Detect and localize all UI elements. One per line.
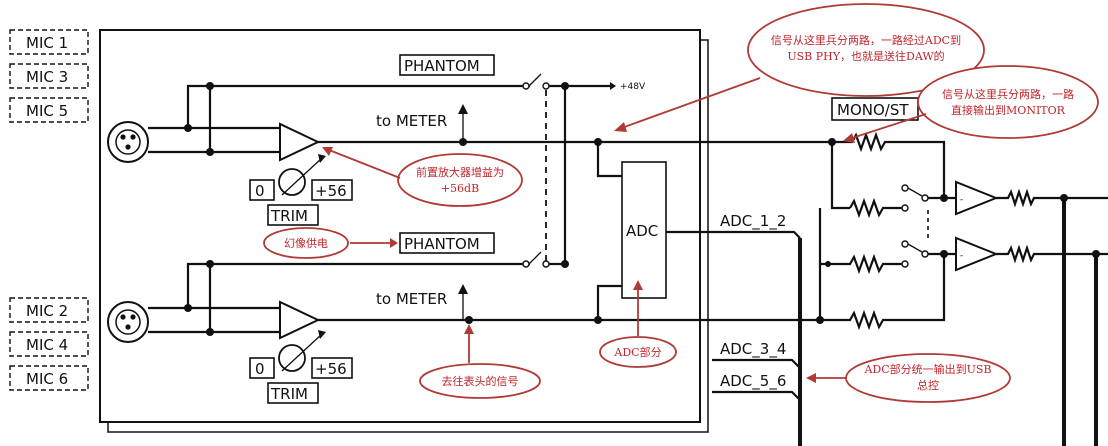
trim-pot-icon: [278, 330, 326, 372]
resistor-icon: [836, 131, 946, 196]
svg-text:总控: 总控: [917, 378, 939, 392]
phantom-voltage-label: +48V: [620, 82, 646, 92]
mic-labels-bottom: MIC 2 MIC 4 MIC 6: [9, 297, 89, 391]
adc-output-label: ADC_3_4: [720, 340, 786, 359]
adc-output-label: ADC_5_6: [720, 372, 786, 391]
gain-max-label: +56: [315, 182, 347, 200]
xlr-connector-icon: [107, 301, 149, 343]
gain-min-label: 0: [255, 360, 265, 378]
phantom-label-top: PHANTOM: [404, 57, 480, 75]
phantom-label-bottom: PHANTOM: [404, 235, 480, 253]
phantom-switch-bottom: [522, 251, 569, 268]
output-amp-icon: [955, 180, 999, 216]
svg-text:ADC部分统一输出到USB: ADC部分统一输出到USB: [863, 362, 991, 376]
gain-max-label: +56: [315, 360, 347, 378]
svg-text:USB PHY，也就是送往DAW的: USB PHY，也就是送往DAW的: [787, 49, 944, 63]
mic-label: MIC 4: [26, 336, 68, 354]
mic-label: MIC 2: [26, 302, 68, 320]
adc-output-label: ADC_1_2: [720, 212, 786, 231]
resistor-icon: [849, 197, 902, 219]
annotation-meter-signal: 去往表头的信号: [419, 324, 541, 399]
resistor-icon: [996, 188, 1108, 208]
gain-min-label: 0: [255, 182, 265, 200]
arrow-up-icon: [458, 284, 468, 294]
to-meter-label: to METER: [376, 112, 447, 130]
mic-label: MIC 6: [26, 370, 68, 388]
mono-st-label: MONO/ST: [837, 101, 909, 119]
resistor-icon: [836, 253, 902, 275]
preamp-triangle-icon: [279, 122, 321, 162]
mic-label: MIC 3: [26, 68, 68, 86]
svg-text:直接输出到MONITOR: 直接输出到MONITOR: [951, 103, 1066, 117]
board-outline: [99, 29, 701, 423]
resistor-icon: [996, 244, 1108, 264]
annotation-phantom-power: 幻像供电: [263, 227, 398, 259]
to-meter-label: to METER: [376, 290, 447, 308]
annotation-adc-part: ADC部分: [599, 280, 677, 368]
mic-label: MIC 1: [26, 34, 68, 52]
annotation-adc-usb: ADC部分统一输出到USB 总控: [806, 353, 1011, 403]
svg-text:+56dB: +56dB: [441, 182, 479, 195]
mic-labels-top: MIC 1 MIC 3 MIC 5: [9, 29, 89, 123]
svg-text:-: -: [960, 195, 963, 205]
adc-label: ADC: [626, 222, 658, 240]
svg-text:信号从这里兵分两路，一路经过ADC到: 信号从这里兵分两路，一路经过ADC到: [771, 33, 961, 47]
svg-text:前置放大器增益为: 前置放大器增益为: [416, 165, 504, 179]
annotation-monitor-split: 信号从这里兵分两路，一路 直接输出到MONITOR: [843, 65, 1099, 143]
trim-label: TRIM: [270, 207, 308, 225]
resistor-icon: [836, 256, 946, 331]
svg-text:去往表头的信号: 去往表头的信号: [442, 374, 519, 388]
annotation-usb-split: 信号从这里兵分两路，一路经过ADC到 USB PHY，也就是送往DAW的: [614, 3, 985, 132]
annotation-preamp-gain: 前置放大器增益为 +56dB: [322, 147, 523, 207]
trim-label: TRIM: [270, 385, 308, 403]
svg-text:幻像供电: 幻像供电: [284, 236, 328, 250]
preamp-triangle-icon: [279, 300, 321, 340]
output-amp-icon: [955, 236, 999, 272]
trim-pot-icon: [278, 154, 326, 196]
svg-text:信号从这里兵分两路，一路: 信号从这里兵分两路，一路: [942, 87, 1074, 101]
mic-label: MIC 5: [26, 102, 68, 120]
svg-text:-: -: [960, 251, 963, 261]
xlr-connector-icon: [107, 121, 149, 163]
arrow-up-icon: [458, 104, 468, 114]
svg-text:ADC部分: ADC部分: [613, 345, 661, 359]
